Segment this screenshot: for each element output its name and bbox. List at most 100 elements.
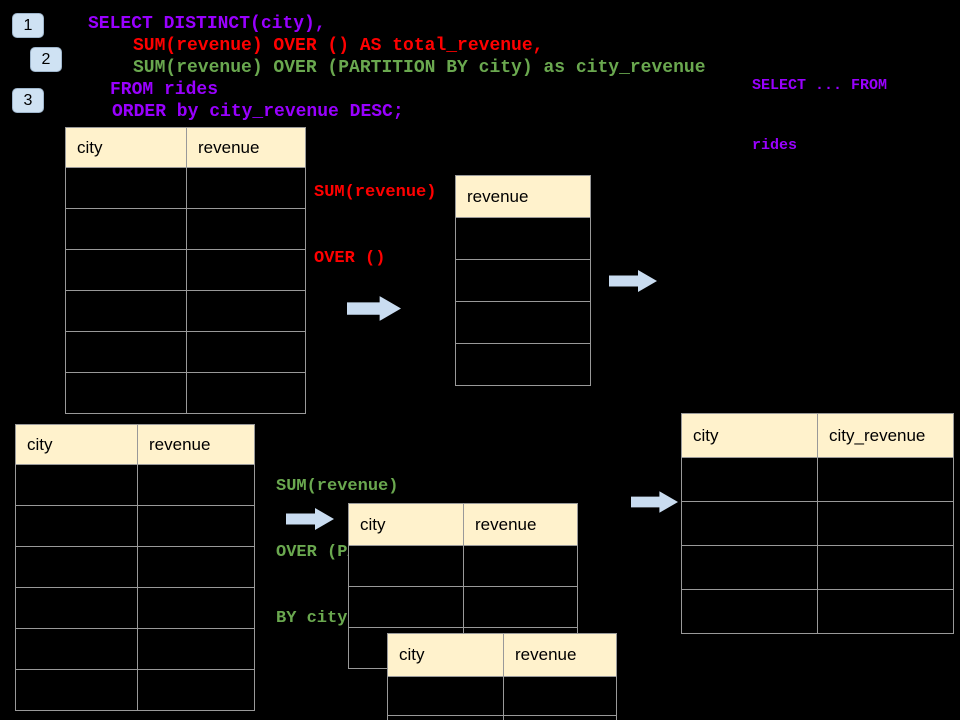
table-body (387, 676, 617, 720)
table-cell (503, 715, 617, 720)
table-cell (137, 505, 255, 547)
column-header-city: city (681, 413, 818, 458)
table-cell (186, 372, 306, 414)
column-header-city: city (65, 127, 187, 168)
column-header-revenue: revenue (137, 424, 255, 465)
table-cell (65, 249, 187, 291)
right-arrow-icon (286, 508, 334, 530)
table-cell (15, 587, 138, 629)
table-cell (137, 546, 255, 588)
table-row (348, 586, 578, 628)
table-cell (817, 457, 954, 502)
table-cell (65, 331, 187, 373)
table-row (681, 545, 954, 590)
table-cell (15, 628, 138, 670)
step-badge-label: 3 (23, 91, 33, 109)
table-cell (455, 217, 591, 260)
table-cell (387, 676, 504, 716)
table-row (348, 545, 578, 587)
table-cell (817, 545, 954, 590)
table-cell (65, 167, 187, 209)
table-row (455, 343, 591, 386)
annotation-line: OVER () (314, 249, 386, 268)
table-cell (15, 669, 138, 711)
table-row (455, 259, 591, 302)
source-table-top: city revenue (65, 127, 306, 414)
annotation-total-revenue: SUM(revenue) OVER () (314, 138, 436, 314)
table-row (65, 331, 306, 373)
table-row (65, 208, 306, 250)
table-cell (681, 589, 818, 634)
annotation-line: BY city) (276, 609, 358, 628)
column-header-city: city (15, 424, 138, 465)
right-arrow-icon (631, 491, 678, 513)
table-cell (463, 545, 578, 587)
column-header-city: city (387, 633, 504, 677)
revenue-step-table: revenue (455, 175, 591, 386)
sql-line-order: ORDER by city_revenue DESC; (112, 102, 404, 122)
column-header-city: city (348, 503, 464, 546)
table-cell (65, 208, 187, 250)
table-cell (817, 501, 954, 546)
table-row (15, 587, 255, 629)
partition-table-front: city revenue (387, 633, 617, 720)
sql-line-select: SELECT DISTINCT(city), (88, 14, 326, 34)
right-arrow-icon (609, 270, 657, 292)
table-row (681, 501, 954, 546)
table-row (15, 669, 255, 711)
table-cell (681, 501, 818, 546)
table-cell (348, 545, 464, 587)
step-badge-1: 1 (12, 13, 44, 38)
column-header-city-revenue: city_revenue (817, 413, 954, 458)
step-badge-2: 2 (30, 47, 62, 72)
table-cell (455, 259, 591, 302)
table-row (455, 301, 591, 344)
table-row (15, 546, 255, 588)
table-cell (455, 301, 591, 344)
table-row (65, 290, 306, 332)
sql-line-sum-partition: SUM(revenue) OVER (PARTITION BY city) as… (133, 58, 706, 78)
annotation-line: SUM(revenue) (276, 477, 399, 496)
step-badge-3: 3 (12, 88, 44, 113)
table-row (65, 249, 306, 291)
table-cell (137, 587, 255, 629)
step-badge-label: 1 (23, 16, 33, 34)
column-header-revenue: revenue (503, 633, 617, 677)
column-header-revenue: revenue (463, 503, 578, 546)
table-row (65, 372, 306, 414)
source-table-bottom: city revenue (15, 424, 255, 711)
table-row (681, 589, 954, 634)
result-table: city city_revenue (681, 413, 954, 634)
table-cell (681, 545, 818, 590)
table-cell (137, 669, 255, 711)
annotation-line: SUM(revenue) (314, 183, 437, 202)
table-row (15, 464, 255, 506)
table-body (681, 457, 954, 634)
table-cell (186, 331, 306, 373)
table-cell (503, 676, 617, 716)
note-line: SELECT ... FROM (752, 77, 888, 94)
sql-line-from: FROM rides (110, 80, 219, 100)
table-cell (15, 464, 138, 506)
table-row (65, 167, 306, 209)
table-cell (817, 589, 954, 634)
table-cell (186, 290, 306, 332)
right-arrow-icon (347, 296, 401, 321)
table-body (455, 217, 591, 386)
table-row (15, 628, 255, 670)
table-body (15, 464, 255, 711)
table-cell (387, 715, 504, 720)
table-cell (455, 343, 591, 386)
table-cell (65, 290, 187, 332)
table-row (681, 457, 954, 502)
table-row (387, 715, 617, 720)
table-cell (65, 372, 187, 414)
table-cell (681, 457, 818, 502)
column-header-revenue: revenue (186, 127, 306, 168)
table-row (15, 505, 255, 547)
table-cell (186, 208, 306, 250)
table-cell (186, 249, 306, 291)
table-row (455, 217, 591, 260)
table-cell (348, 586, 464, 628)
